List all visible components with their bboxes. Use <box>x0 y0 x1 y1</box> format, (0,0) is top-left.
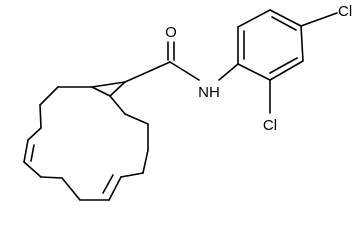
bond <box>23 139 29 163</box>
bond <box>61 177 81 201</box>
bond <box>269 9 302 27</box>
bond <box>91 86 111 97</box>
bond-double-inner <box>30 144 35 162</box>
oxygen-label: O <box>165 24 177 41</box>
chlorine-para-label: Cl <box>338 3 352 20</box>
bond <box>237 63 271 81</box>
bond-aromatic-inner <box>269 57 298 74</box>
amide-nitrogen-label: NH <box>198 84 220 101</box>
bond <box>27 127 42 141</box>
bond <box>124 61 171 83</box>
bond <box>120 172 144 178</box>
bond <box>109 95 126 115</box>
bond-aromatic-inner <box>271 16 297 31</box>
bond <box>124 113 149 125</box>
bond <box>269 60 304 81</box>
bond <box>109 81 126 97</box>
bond <box>108 176 122 201</box>
bond <box>23 161 42 178</box>
chlorine-ortho-label: Cl <box>263 117 277 134</box>
bond <box>142 149 149 174</box>
bond <box>39 86 59 106</box>
bond <box>300 25 304 62</box>
bicyclic-ring <box>23 81 149 201</box>
bond <box>39 104 42 129</box>
bond-to-chlorine <box>300 12 338 27</box>
amide-group <box>124 41 239 83</box>
chemical-structure: O NH Cl Cl <box>23 3 352 201</box>
bond <box>40 176 63 179</box>
bond <box>91 81 126 88</box>
bond-double-inner <box>102 174 114 194</box>
bond <box>218 63 239 81</box>
dichlorophenyl-ring <box>237 9 338 114</box>
bond <box>169 61 200 81</box>
bond <box>237 9 271 28</box>
